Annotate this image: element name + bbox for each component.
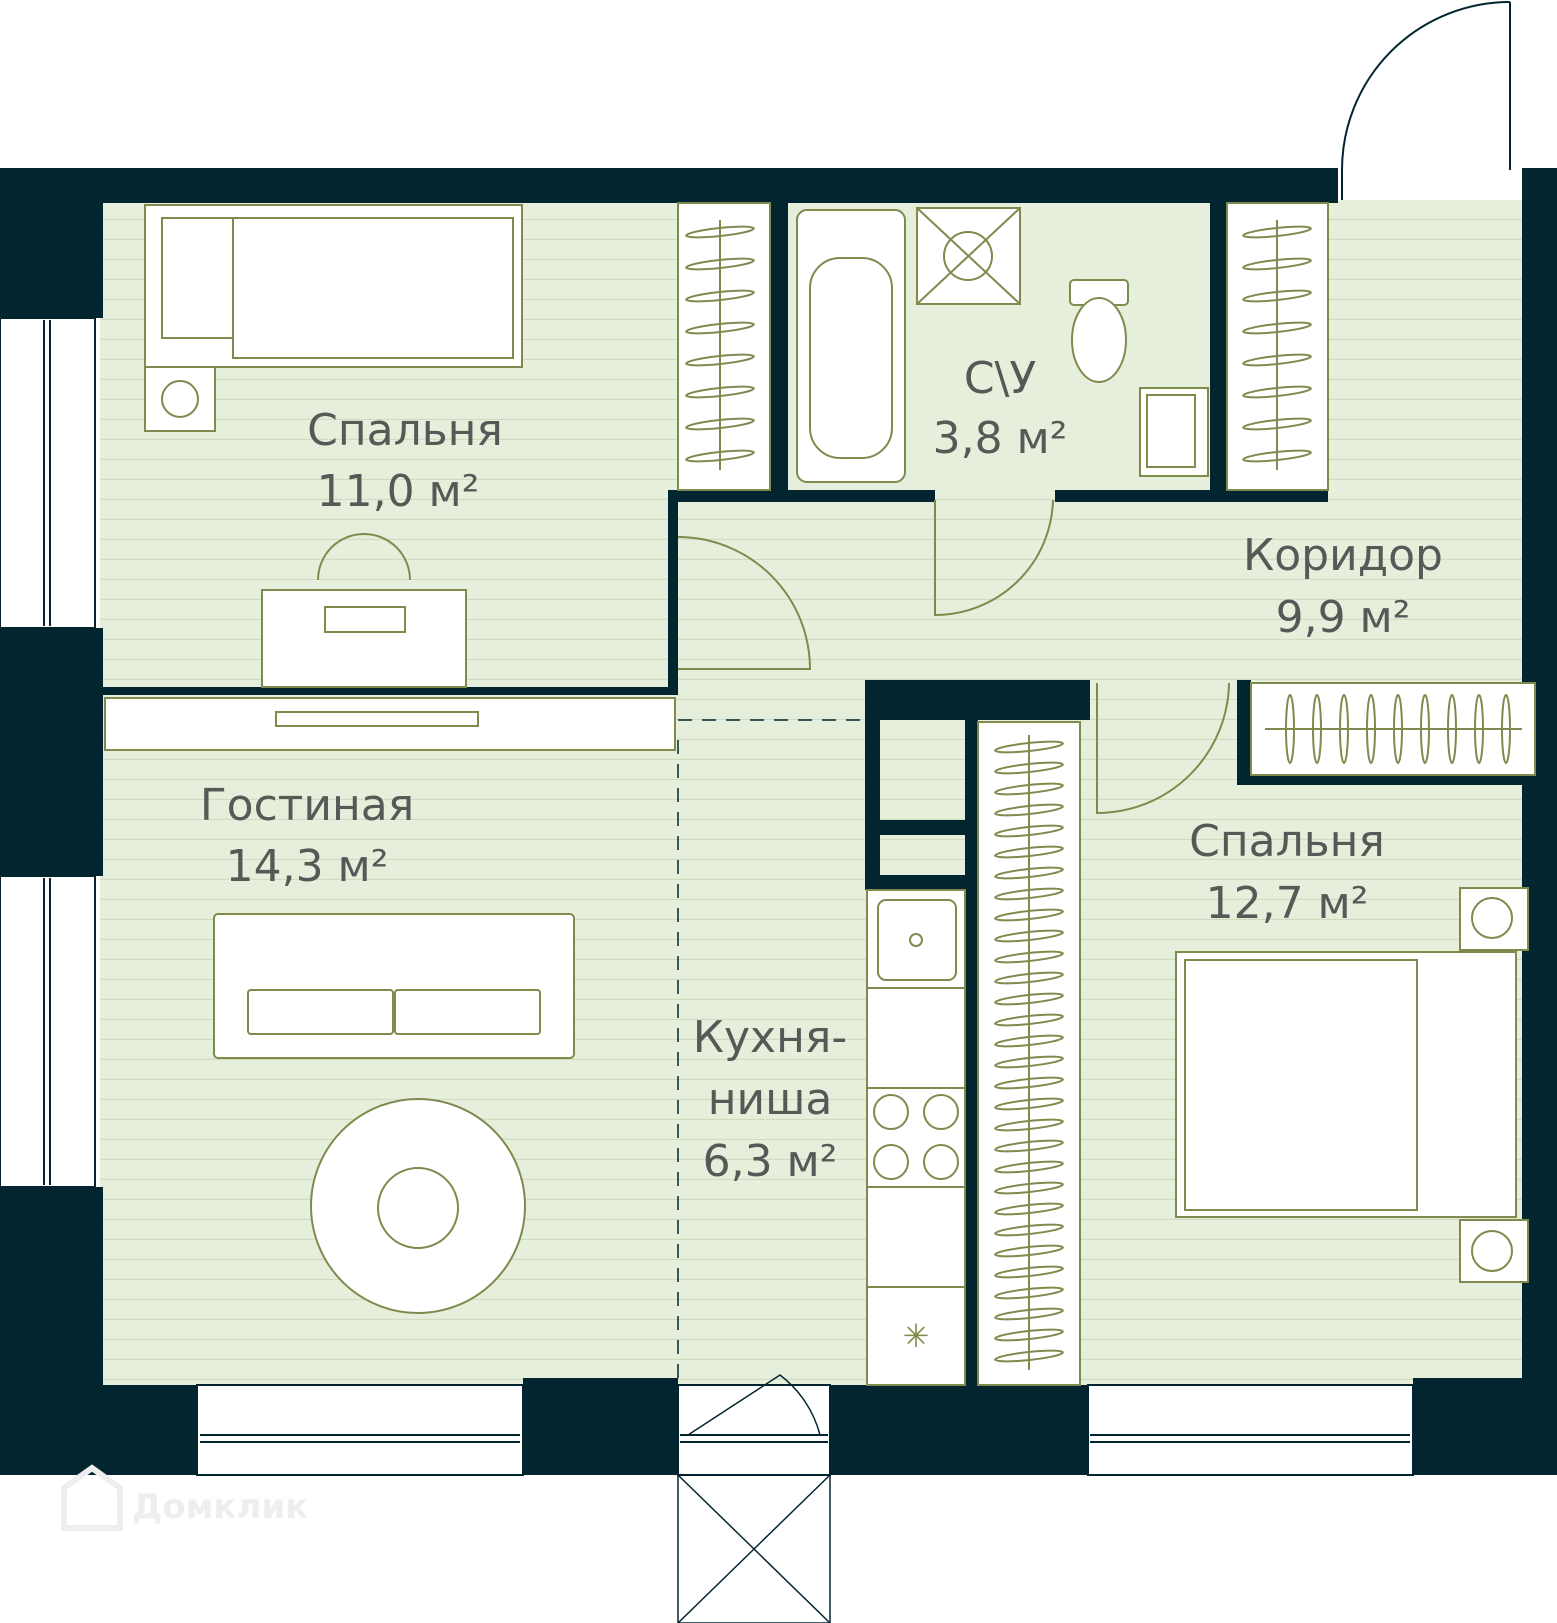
watermark-logo: Домклик [61,1464,308,1531]
room-label-bathroom: С\У 3,8 м² [933,353,1068,464]
hanger-icon [994,1349,1064,1363]
room-label-bedroom-2: Спальня 12,7 м² [1189,816,1385,929]
hanger-icon [1339,694,1349,764]
room-label-corridor: Коридор 9,9 м² [1243,530,1443,643]
room-area: 9,9 м² [1276,592,1411,643]
room-name: Спальня [307,405,503,456]
balcony-door [677,1374,831,1623]
watermark-text: Домклик [132,1487,308,1527]
hanger-icon [1242,321,1312,335]
hanger-icon [994,845,1064,859]
hanger-icon [994,1013,1064,1027]
hanger-icon [994,1139,1064,1153]
hanger-icon [994,740,1064,754]
kitchen-counter: ✳ [866,889,966,1386]
room-name: Коридор [1243,530,1443,581]
room-area: 14,3 м² [226,841,389,892]
bathroom-fixtures [788,203,1210,617]
hanger-icon [1285,694,1295,764]
hanger-icon [685,353,755,367]
hanger-icon [994,1076,1064,1090]
hanger-icon [994,782,1064,796]
hanger-icon [994,1118,1064,1132]
room-area: 3,8 м² [933,413,1068,464]
room-label-living-room: Гостиная 14,3 м² [200,780,414,892]
hanger-icon [994,1223,1064,1237]
hanger-icon [1242,353,1312,367]
hanger-icon [1242,289,1312,303]
hanger-icon [994,1097,1064,1111]
room-name-line2: ниша [708,1074,833,1125]
wardrobes [677,202,1536,1386]
hanger-icon [1366,694,1376,764]
hanger-icon [994,1265,1064,1279]
hanger-icon [1420,694,1430,764]
hanger-icon [994,950,1064,964]
room-area: 12,7 м² [1206,878,1369,929]
hanger-icon [685,289,755,303]
hanger-icon [1242,385,1312,399]
hanger-icon [994,1181,1064,1195]
hanger-icon [1242,257,1312,271]
hanger-icon [1447,694,1457,764]
hanger-icon [1242,449,1312,463]
hanger-icon [994,1286,1064,1300]
room-name: С\У [964,353,1037,404]
hanger-icon [685,449,755,463]
hanger-icon [685,385,755,399]
hanger-icon [685,321,755,335]
entry-door [1341,1,1511,200]
hanger-icon [994,866,1064,880]
hanger-icon [685,417,755,431]
hanger-icon [1242,417,1312,431]
hanger-icon [994,1160,1064,1174]
room-name: Гостиная [200,780,414,831]
room-label-bedroom-1: Спальня 11,0 м² [307,405,503,517]
hanger-icon [1474,694,1484,764]
hanger-icon [994,929,1064,943]
hanger-icon [994,1244,1064,1258]
hanger-icon [994,803,1064,817]
hanger-icon [994,824,1064,838]
room-area: 11,0 м² [317,466,480,517]
hanger-icon [1393,694,1403,764]
hanger-icon [994,908,1064,922]
room-area: 6,3 м² [703,1136,838,1187]
hanger-icon [1501,694,1511,764]
interior-doors [677,536,1230,1385]
room-name: Спальня [1189,816,1385,867]
svg-text:✳: ✳ [903,1318,930,1354]
hanger-icon [994,887,1064,901]
hanger-icon [994,971,1064,985]
hanger-icon [685,257,755,271]
hanger-icon [1242,225,1312,239]
hanger-icon [994,1034,1064,1048]
windows [0,317,1414,1476]
room-name: Кухня- [693,1012,847,1063]
hanger-icon [994,1055,1064,1069]
hanger-icon [994,1202,1064,1216]
hanger-icon [994,761,1064,775]
furniture [104,204,1529,1314]
walls [0,168,1557,1475]
hanger-icon [994,1307,1064,1321]
hanger-icon [994,992,1064,1006]
hanger-icon [1312,694,1322,764]
hanger-icon [685,225,755,239]
room-label-kitchen-niche: Кухня- ниша 6,3 м² [693,1012,847,1187]
hanger-icon [994,1328,1064,1342]
